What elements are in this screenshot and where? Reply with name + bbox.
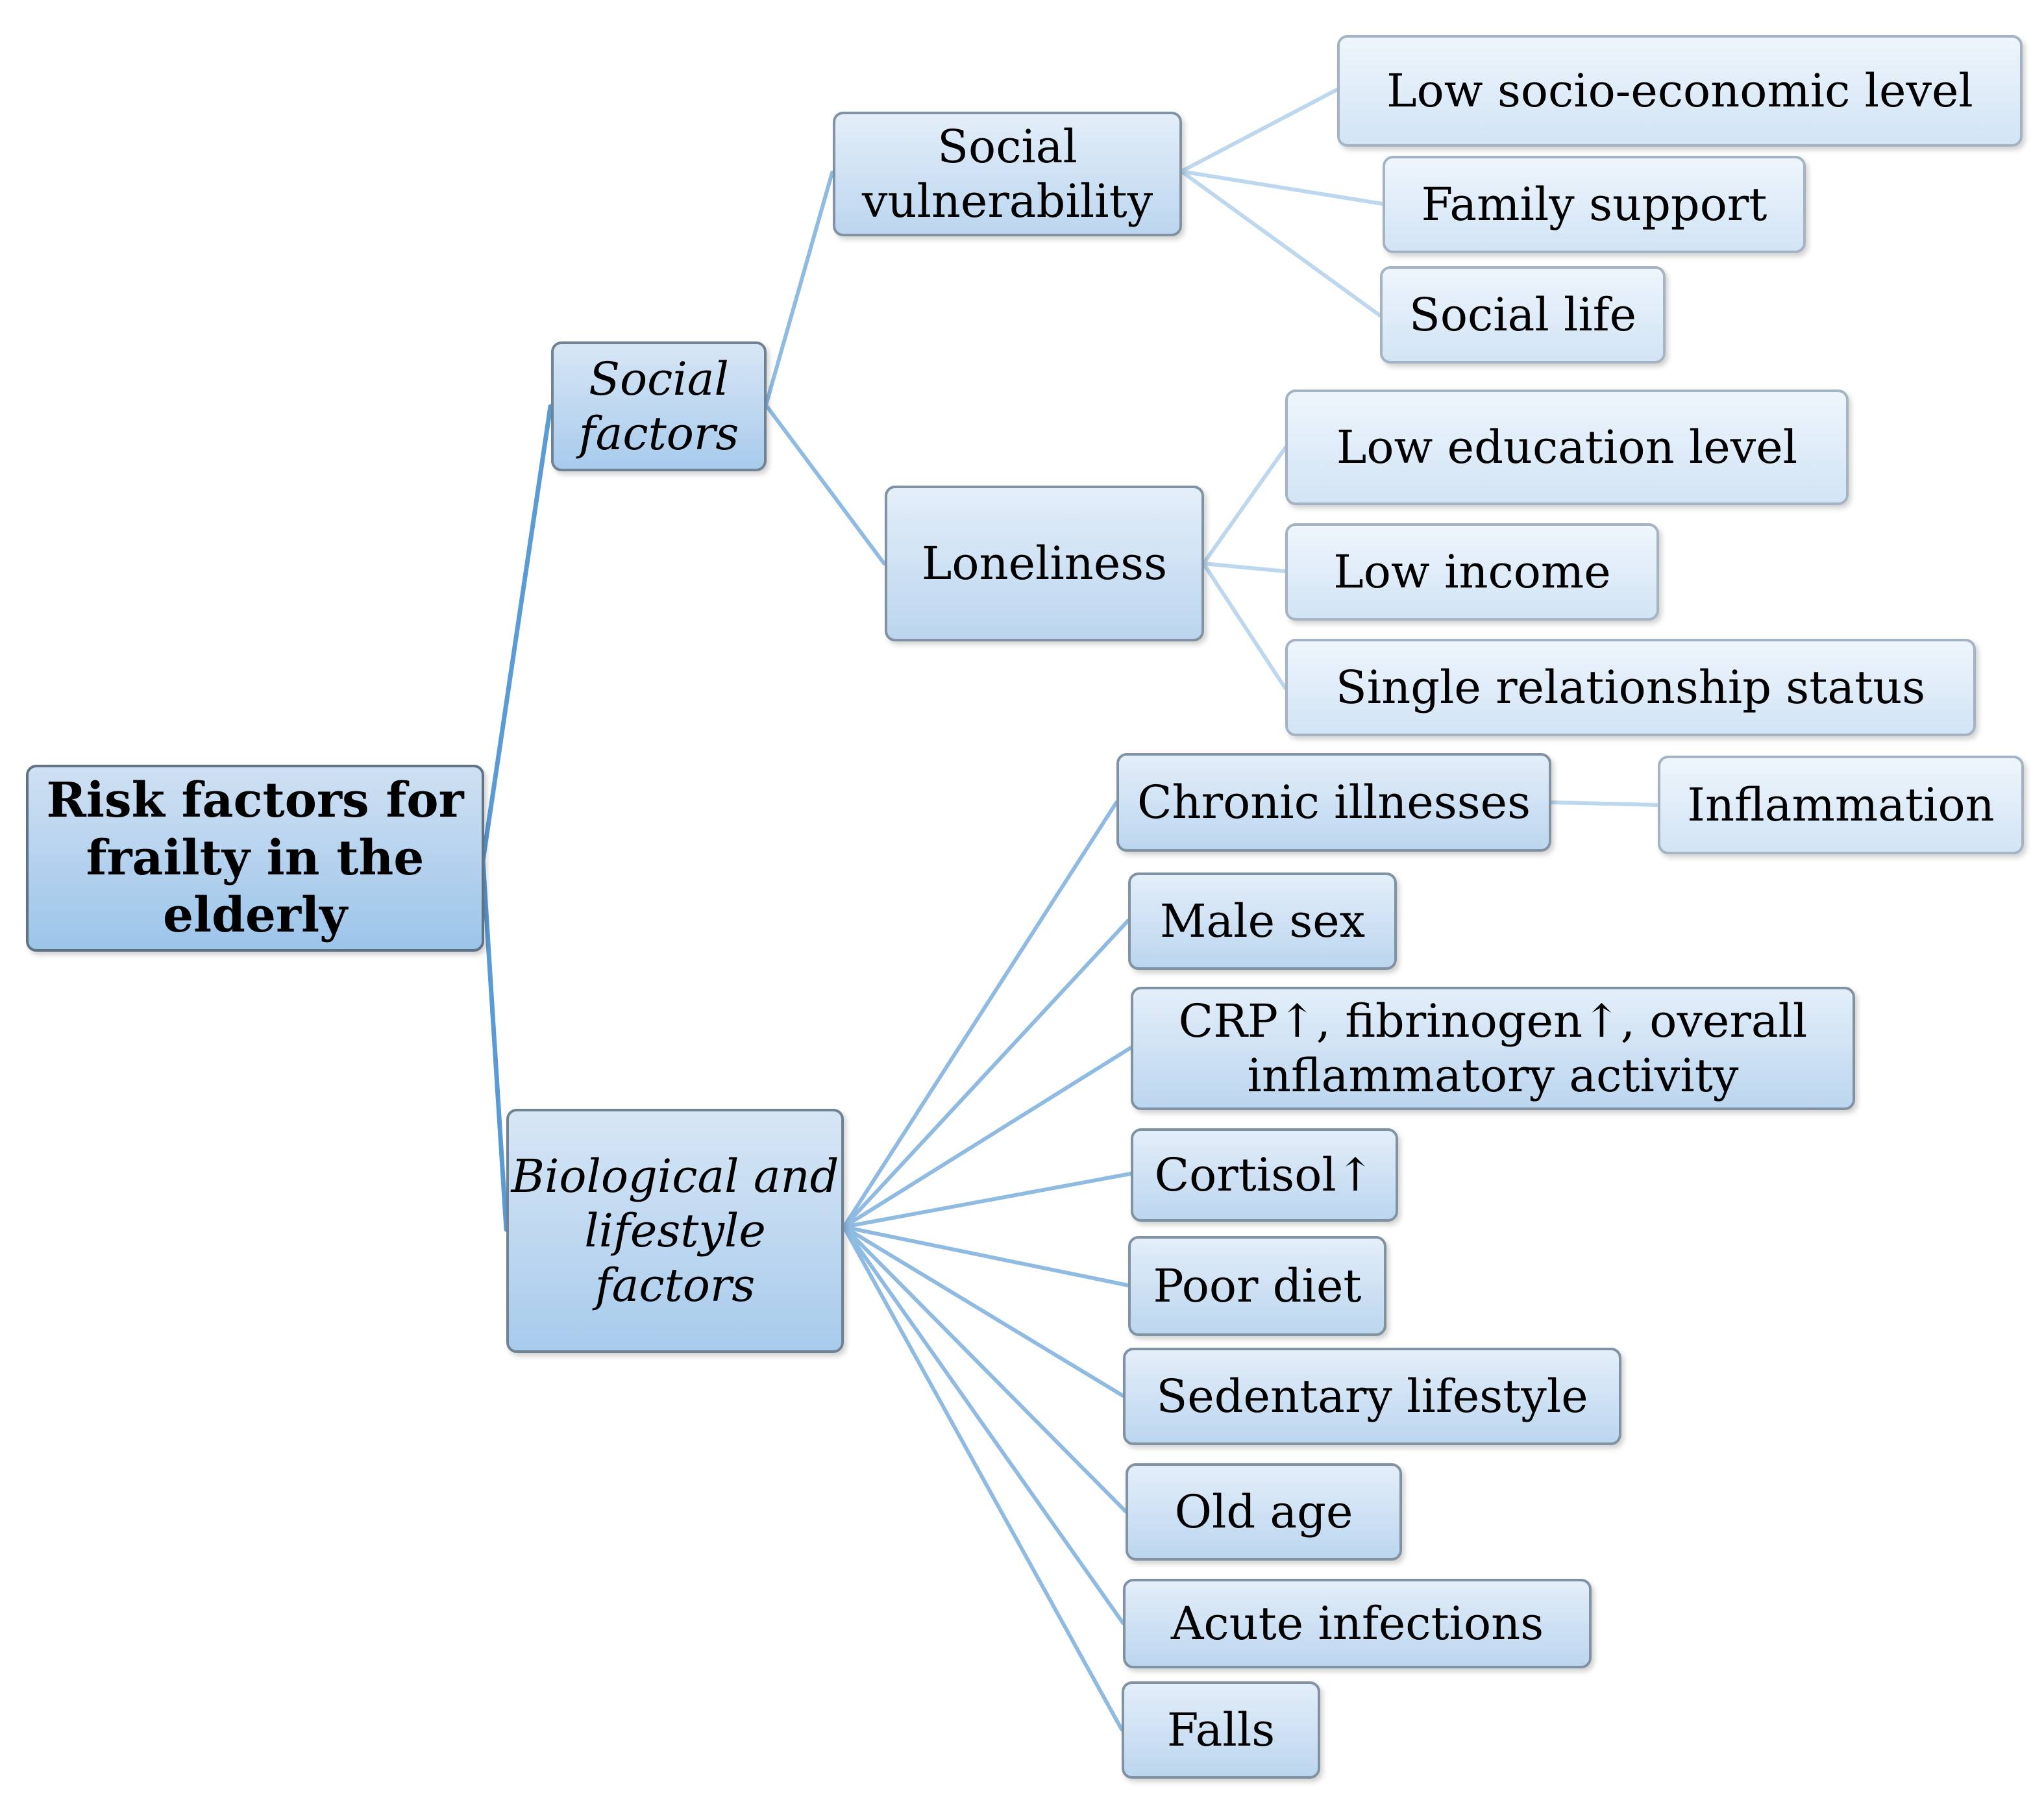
factor-label: Male sex: [1159, 895, 1366, 948]
connector-bio-falls: [842, 1225, 1124, 1731]
connector-bio-infections: [842, 1225, 1125, 1625]
subcategory-node-social-vulnerability: Social vulnerability: [833, 112, 1182, 236]
factor-node-chronic-illnesses: Chronic illnesses: [1116, 753, 1551, 852]
connector-bio-oldage: [842, 1225, 1127, 1513]
connector-bio-crp: [842, 1046, 1133, 1229]
leaf-node-low-socio-economic-level: Low socio-economic level: [1337, 35, 2023, 147]
connector-vuln-family: [1179, 169, 1385, 206]
factor-node-old-age: Old age: [1126, 1463, 1402, 1561]
factor-node-acute-infections: Acute infections: [1123, 1579, 1592, 1668]
connector-lonely-single: [1201, 562, 1287, 690]
factor-label: Old age: [1174, 1485, 1353, 1539]
leaf-node-low-income: Low income: [1285, 523, 1659, 621]
connector-bio-chronic: [842, 800, 1118, 1229]
connector-bio-cortisol: [842, 1172, 1133, 1229]
connector-root-social: [480, 404, 553, 863]
factor-node-male-sex: Male sex: [1128, 872, 1397, 970]
factor-label: Poor diet: [1153, 1259, 1362, 1313]
factor-node-sedentary-lifestyle: Sedentary lifestyle: [1123, 1348, 1621, 1445]
category-label-biological-lifestyle-factors: Biological and lifestyle factors: [511, 1150, 839, 1312]
subcategory-label-social-vulnerability: Social vulnerability: [861, 120, 1153, 228]
connector-root-biological: [480, 858, 509, 1232]
category-node-biological-lifestyle-factors: Biological and lifestyle factors: [506, 1109, 844, 1353]
leaf-node-social-life: Social life: [1380, 266, 1666, 364]
connector-bio-male: [842, 919, 1130, 1229]
subcategory-label-loneliness: Loneliness: [921, 537, 1168, 590]
connector-bio-sedentary: [842, 1225, 1125, 1398]
leaf-node-inflammation: Inflammation: [1658, 756, 2024, 854]
factor-node-cortisol: Cortisol↑: [1131, 1128, 1398, 1222]
connector-social-vulnerability: [764, 171, 834, 407]
subcategory-node-loneliness: Loneliness: [885, 486, 1204, 641]
connector-vuln-socioeconomic: [1179, 88, 1339, 173]
factor-label: CRP↑, fibrinogen↑, overall inflammatory …: [1178, 995, 1808, 1102]
leaf-label: Low education level: [1336, 421, 1798, 474]
factor-label: Sedentary lifestyle: [1156, 1370, 1588, 1423]
connector-vuln-sociallife: [1179, 169, 1382, 317]
leaf-label: Family support: [1421, 178, 1767, 231]
factor-label: Chronic illnesses: [1137, 776, 1531, 829]
leaf-label: Inflammation: [1687, 778, 1995, 832]
factor-label: Acute infections: [1170, 1597, 1544, 1650]
factor-label: Falls: [1166, 1703, 1275, 1757]
factor-label: Cortisol↑: [1154, 1148, 1375, 1202]
leaf-label: Single relationship status: [1335, 661, 1926, 714]
category-label-social-factors: Social factors: [578, 353, 739, 460]
connector-bio-diet: [842, 1225, 1130, 1287]
leaf-node-low-education-level: Low education level: [1285, 390, 1849, 505]
connector-lonely-education: [1201, 446, 1287, 565]
category-node-social-factors: Social factors: [551, 341, 767, 471]
leaf-node-family-support: Family support: [1383, 156, 1806, 253]
factor-node-poor-diet: Poor diet: [1128, 1236, 1386, 1336]
connector-social-loneliness: [764, 403, 886, 565]
factor-node-falls: Falls: [1122, 1681, 1320, 1779]
leaf-label: Social life: [1409, 288, 1637, 341]
root-node-frailty-risk-factors: Risk factors for frailty in the elderly: [26, 765, 484, 952]
connector-chronic-inflammation: [1549, 800, 1660, 807]
leaf-label: Low socio-economic level: [1386, 64, 1973, 118]
root-node-label: Risk factors for frailty in the elderly: [46, 772, 464, 944]
factor-node-crp-fibrinogen-inflammatory-activity: CRP↑, fibrinogen↑, overall inflammatory …: [1131, 987, 1855, 1110]
leaf-node-single-relationship-status: Single relationship status: [1285, 639, 1976, 736]
connector-lonely-income: [1201, 562, 1287, 573]
leaf-label: Low income: [1333, 545, 1611, 599]
